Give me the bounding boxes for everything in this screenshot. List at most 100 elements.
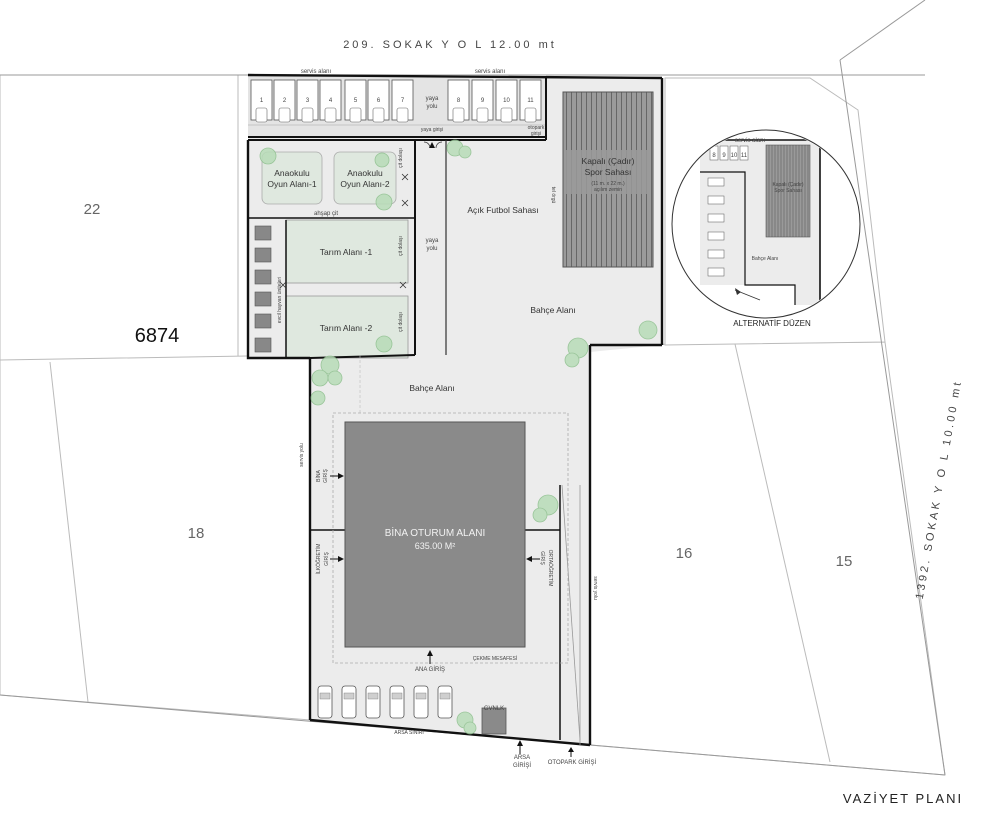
parcel-18: 18	[188, 525, 205, 542]
setback-label: ÇEKME MESAFESİ	[473, 655, 517, 662]
car-windshield	[415, 692, 427, 700]
parked-car-icon	[317, 685, 333, 719]
car-icon	[372, 107, 385, 123]
car-icon	[500, 107, 513, 123]
lot-entry-1: ARSA	[514, 755, 530, 761]
garden-label-2: Bahçe Alanı	[409, 383, 454, 393]
car-icon	[349, 107, 362, 123]
car-icon	[452, 107, 465, 123]
pedestrian-road-mid-1: yaya	[426, 238, 439, 244]
kinder-2-line2: Oyun Alanı-2	[340, 179, 389, 189]
parking-spot-number: 5	[354, 98, 358, 104]
wire-fence-label: tel örgü	[550, 187, 556, 204]
garden-label-1: Bahçe Alanı	[530, 305, 575, 315]
bottom-parking-cars	[317, 685, 453, 719]
fence-gate-2: çit dolaşı	[398, 236, 404, 256]
sports-hall-line1: Kapalı (Çadır)	[582, 156, 635, 166]
parcel-15: 15	[836, 553, 853, 570]
alt-spot-11: 11	[741, 153, 748, 159]
alt-hall-2: Spor Sahası	[774, 188, 802, 194]
parcel-16: 16	[676, 545, 693, 562]
pedestrian-road-top-1: yaya	[426, 96, 439, 102]
sports-hall-line2: Spor Sahası	[585, 167, 632, 177]
car-windshield	[391, 692, 403, 700]
pet-units	[254, 225, 272, 353]
parked-car-icon	[413, 685, 429, 719]
bina-entry-2: GİRİŞ	[322, 469, 329, 483]
parking-spot-number: 7	[401, 98, 405, 104]
alternative-layout-inset	[671, 129, 861, 319]
parking-spot-number: 4	[329, 98, 333, 104]
service-area-label-2: servis alanı	[475, 69, 506, 75]
parking-spot-number: 1	[260, 98, 264, 104]
parking-spot-number: 3	[306, 98, 310, 104]
pedestrian-road-top-2: yolu	[426, 104, 437, 110]
parking-spot-number: 10	[503, 98, 510, 104]
primary-entry-1: İLKÖĞRETİM	[315, 544, 322, 575]
service-road-east: servis yolu	[592, 576, 598, 600]
farm-1-label: Tarım Alanı -1	[320, 247, 373, 257]
service-area-label-1: servis alanı	[301, 69, 332, 75]
east-road	[840, 0, 1000, 820]
car-icon	[524, 107, 537, 123]
entry-arrows	[338, 142, 574, 752]
parking-spot-number: 2	[283, 98, 287, 104]
farm-2-label: Tarım Alanı -2	[320, 323, 373, 333]
parked-car-icon	[437, 685, 453, 719]
car-windshield	[319, 692, 331, 700]
parked-car-icon	[389, 685, 405, 719]
bina-entry-1: BİNA	[315, 470, 322, 482]
south-road	[0, 695, 945, 820]
car-windshield	[343, 692, 355, 700]
parking-spot-number: 6	[377, 98, 381, 104]
pet-units-label: evcil hayvan üniteleri	[277, 277, 283, 323]
alt-service-label: servis alanı	[735, 138, 766, 144]
parking-spot-number: 11	[527, 98, 534, 104]
alt-layout-label: ALTERNATİF DÜZEN	[733, 319, 811, 328]
car-icon	[476, 107, 489, 123]
site-walls	[246, 73, 664, 747]
parked-car-icon	[341, 685, 357, 719]
trees	[259, 139, 658, 735]
lot-entry-2: GİRİŞİ	[513, 762, 531, 769]
building-label: BİNA OTURUM ALANI	[385, 526, 486, 539]
alt-hall-1: Kapalı (Çadır)	[772, 182, 803, 188]
north-street-label: 209. SOKAK Y O L 12.00 mt	[343, 39, 557, 51]
car-icon	[278, 107, 291, 123]
kinder-2-line1: Anaokulu	[347, 168, 383, 178]
alt-spot-9: 9	[722, 153, 726, 159]
sports-hall-dims: (11 m. x 22 m.)	[591, 181, 625, 187]
main-entry-label: ANA GİRİŞ	[415, 666, 445, 673]
guard-house	[481, 707, 507, 735]
car-park-entry-label-1: otopark	[528, 125, 545, 131]
lot-boundary-label: ARSA SINIRI	[394, 730, 423, 736]
car-park-entry-label-2: girişi	[531, 131, 541, 137]
building-footprint	[344, 421, 526, 648]
parking-spot-number: 8	[457, 98, 461, 104]
kindergarten-play-area-1	[261, 151, 323, 205]
secondary-entry-2: GİRİŞ	[539, 551, 546, 565]
plan-title: VAZİYET PLANI	[843, 791, 963, 806]
kinder-1-line2: Oyun Alanı-1	[267, 179, 316, 189]
car-icon	[255, 107, 268, 123]
alt-garden: Bahçe Alanı	[752, 256, 779, 262]
parked-car-icon	[365, 685, 381, 719]
alt-spot-10: 10	[731, 153, 738, 159]
parcel-22: 22	[84, 201, 101, 218]
parking-entry-label: OTOPARK GİRİŞİ	[548, 759, 597, 766]
car-icon	[396, 107, 409, 123]
parcel-id: 6874	[135, 325, 180, 347]
top-parking-spots: 1 2 3 4 5 6 7 8 9 10 11	[250, 79, 542, 123]
setback-line	[332, 412, 569, 664]
fence-gate-3: çit dolaşı	[398, 312, 404, 332]
car-icon	[301, 107, 314, 123]
car-windshield	[439, 692, 451, 700]
wood-fence-label: ahşap çit	[314, 211, 338, 217]
service-road-west: servis yolu	[299, 443, 305, 467]
parking-spot-number: 9	[481, 98, 485, 104]
primary-entry-2: GİRİŞ	[323, 552, 330, 566]
building-area: 635.00 M²	[415, 541, 456, 551]
pedestrian-road-mid-2: yolu	[426, 246, 437, 252]
football-label: Açık Futbol Sahası	[467, 205, 538, 215]
